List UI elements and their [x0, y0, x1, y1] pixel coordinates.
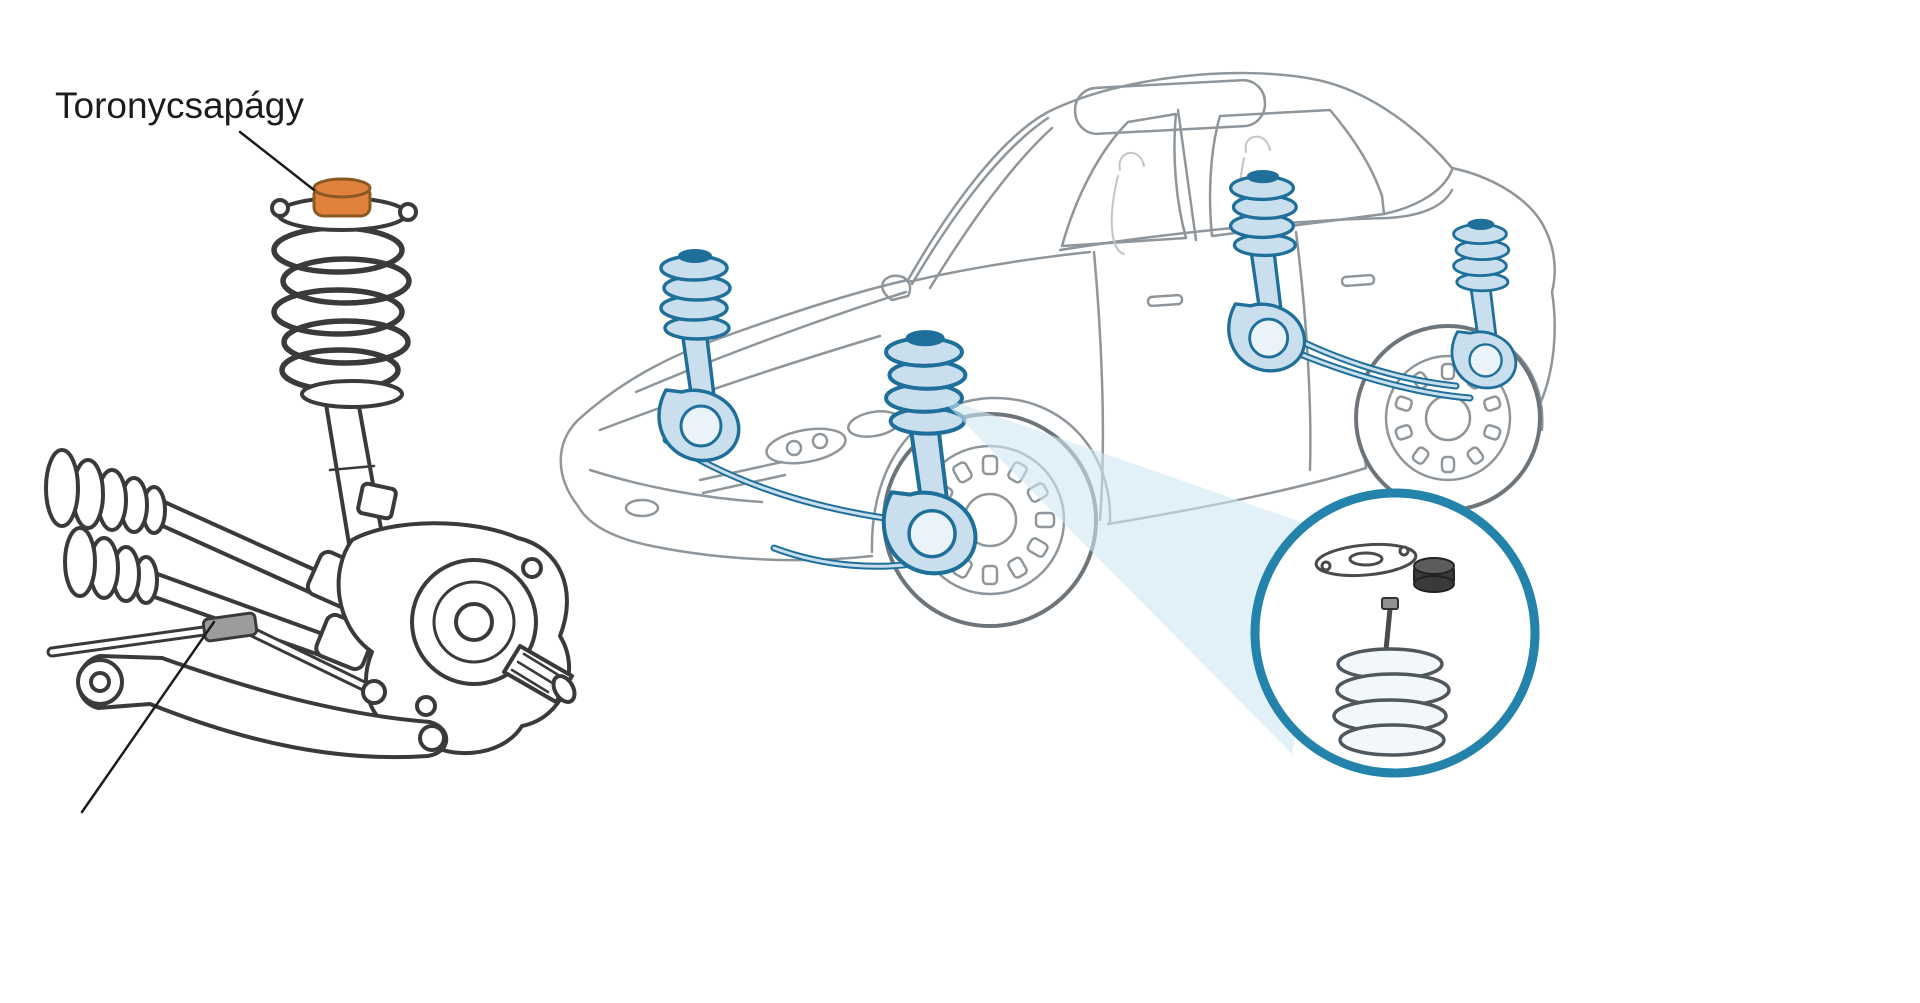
headlights [765, 410, 901, 465]
inset-piston-rod [1381, 597, 1399, 653]
label-leader-line [238, 130, 316, 192]
strut-assembly-illustration [44, 177, 577, 814]
inset-spring [1332, 647, 1451, 757]
car-body-outline [559, 71, 1556, 508]
inset-bearing [1413, 557, 1455, 593]
tie-rod-sleeve [201, 611, 259, 643]
sunroof [1073, 78, 1267, 136]
part-label: Toronycsapágy [55, 85, 304, 126]
control-arm [76, 654, 449, 760]
inset-top-plate [1314, 542, 1418, 578]
strut-top-mount [270, 177, 418, 232]
strut-rear-right [1450, 218, 1518, 390]
tie-rod [46, 611, 387, 705]
spring-seat [300, 379, 404, 409]
steering-knuckle-hub [336, 521, 577, 756]
tie-rod-leader-line [80, 620, 216, 814]
annotation: Toronycsapágy [55, 85, 316, 192]
inset-detail [1250, 488, 1540, 778]
strut-mount-bearing-highlight [312, 177, 372, 218]
front-grille [588, 460, 787, 518]
strut-rear-left [1227, 169, 1307, 373]
coil-spring [271, 225, 412, 409]
highlight-beam [938, 396, 1330, 754]
axle-spline [502, 644, 577, 704]
side-mirror [881, 274, 912, 302]
